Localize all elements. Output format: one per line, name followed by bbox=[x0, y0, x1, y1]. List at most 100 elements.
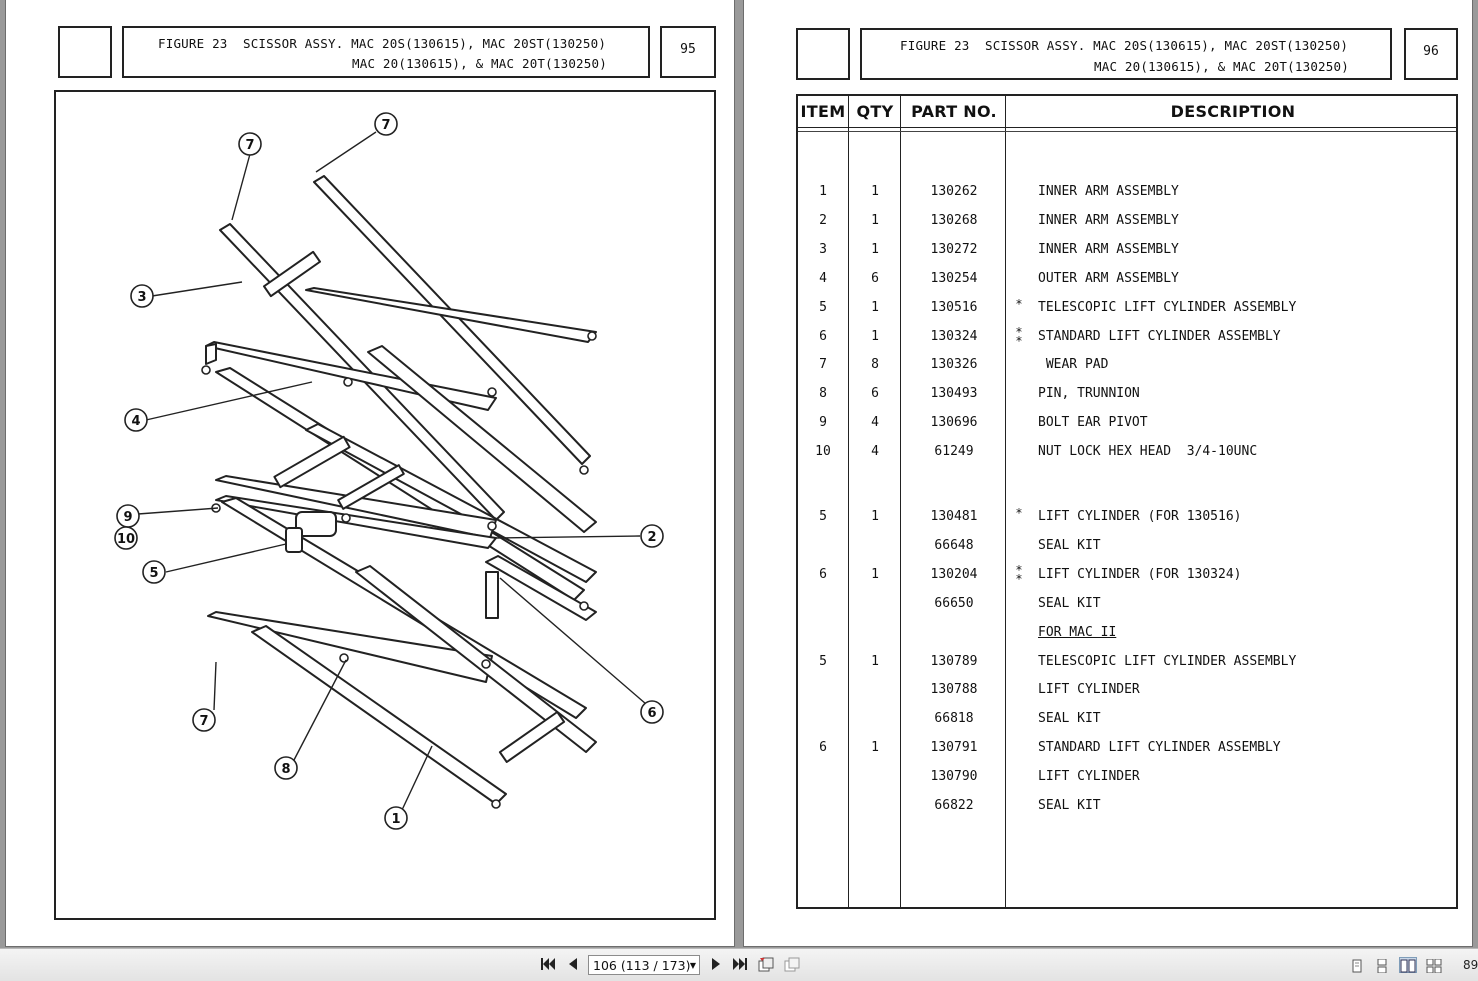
figure-title-box: FIGURE 23 SCISSOR ASSY. MAC 20S(130615),… bbox=[860, 28, 1392, 80]
row-description: LIFT CYLINDER (FOR 130516) bbox=[1038, 509, 1242, 524]
page-number-box: 95 bbox=[660, 26, 716, 78]
header-qty: QTY bbox=[856, 102, 894, 121]
row-description: INNER ARM ASSEMBLY bbox=[1038, 212, 1179, 228]
row-description: INNER ARM ASSEMBLY bbox=[1038, 184, 1179, 199]
row-part-no: 130204 bbox=[930, 566, 978, 582]
row-qty: 1 bbox=[871, 184, 879, 199]
row-part-no: 130326 bbox=[930, 357, 978, 373]
callout-6: 6 bbox=[647, 706, 656, 721]
next-page-icon[interactable] bbox=[707, 957, 725, 975]
header-description: DESCRIPTION bbox=[1170, 102, 1296, 121]
callout-4: 4 bbox=[131, 414, 140, 429]
row-part-no: 130324 bbox=[930, 328, 978, 344]
figure-title-line1: FIGURE 23 SCISSOR ASSY. MAC 20S(130615),… bbox=[158, 36, 607, 51]
row-item: 8 bbox=[819, 386, 827, 402]
row-footnote-mark: * * bbox=[1015, 562, 1023, 586]
row-description: STANDARD LIFT CYLINDER ASSEMBLY bbox=[1038, 740, 1281, 756]
row-item: 2 bbox=[819, 212, 827, 228]
viewer-toolbar: 106 (113 / 173) ▼ 89 bbox=[0, 948, 1478, 981]
figure-title-line2: MAC 20(130615), & MAC 20T(130250) bbox=[352, 56, 607, 71]
row-description: SEAL KIT bbox=[1038, 798, 1101, 813]
row-item: 6 bbox=[819, 566, 827, 582]
row-qty: 1 bbox=[871, 740, 879, 756]
row-part-no: 130791 bbox=[930, 740, 978, 756]
row-description: SEAL KIT bbox=[1038, 711, 1101, 727]
row-item: 7 bbox=[819, 357, 827, 373]
row-footnote-mark: * bbox=[1015, 506, 1023, 520]
row-description: LIFT CYLINDER bbox=[1038, 682, 1140, 698]
blank-corner-box bbox=[58, 26, 112, 78]
row-description: STANDARD LIFT CYLINDER ASSEMBLY bbox=[1038, 328, 1281, 344]
row-description: LIFT CYLINDER bbox=[1038, 769, 1140, 785]
row-qty: 6 bbox=[871, 386, 879, 402]
figure-title-box: FIGURE 23 SCISSOR ASSY. MAC 20S(130615),… bbox=[122, 26, 650, 78]
page-number-box: 96 bbox=[1404, 28, 1458, 80]
page-number: 96 bbox=[1423, 44, 1439, 59]
row-item: 9 bbox=[819, 415, 827, 431]
row-item: 3 bbox=[819, 241, 827, 257]
zoom-level[interactable]: 89 bbox=[1463, 958, 1478, 972]
row-part-no: 130254 bbox=[930, 270, 978, 286]
row-qty: 1 bbox=[871, 299, 879, 315]
row-item: 5 bbox=[819, 509, 827, 524]
first-page-icon[interactable] bbox=[539, 957, 557, 975]
single-page-view-icon[interactable] bbox=[1348, 957, 1366, 973]
callout-3: 3 bbox=[137, 290, 146, 305]
page-number-dropdown[interactable]: 106 (113 / 173) ▼ bbox=[588, 955, 700, 975]
row-description: INNER ARM ASSEMBLY bbox=[1038, 241, 1179, 257]
page-95: FIGURE 23 SCISSOR ASSY. MAC 20S(130615),… bbox=[6, 0, 734, 946]
two-page-continuous-view-icon[interactable] bbox=[1425, 957, 1443, 974]
figure-title-line2: MAC 20(130615), & MAC 20T(130250) bbox=[1094, 59, 1349, 74]
scissor-assembly-drawing: 7 7 3 4 9 10 5 2 6 7 8 1 bbox=[54, 90, 716, 920]
row-description: TELESCOPIC LIFT CYLINDER ASSEMBLY bbox=[1038, 653, 1297, 669]
row-qty: 1 bbox=[871, 212, 879, 228]
row-description: TELESCOPIC LIFT CYLINDER ASSEMBLY bbox=[1038, 299, 1297, 315]
row-qty: 4 bbox=[871, 444, 879, 460]
header-part-no: PART NO. bbox=[911, 102, 997, 121]
row-part-no: 61249 bbox=[934, 444, 974, 460]
blank-corner-box bbox=[796, 28, 850, 80]
callout-9: 9 bbox=[123, 510, 132, 525]
row-part-no: 130789 bbox=[930, 653, 978, 669]
callout-8: 8 bbox=[281, 762, 290, 777]
row-part-no: 130268 bbox=[930, 212, 978, 228]
row-qty: 1 bbox=[871, 566, 879, 582]
chevron-down-icon: ▼ bbox=[689, 961, 696, 970]
row-part-no: 130790 bbox=[930, 769, 978, 785]
row-description: NUT LOCK HEX HEAD 3/4-10UNC bbox=[1038, 444, 1258, 460]
page-number: 95 bbox=[680, 42, 696, 57]
continuous-view-icon[interactable] bbox=[1373, 957, 1391, 974]
callout-7b: 7 bbox=[381, 118, 390, 133]
row-description: WEAR PAD bbox=[1038, 357, 1109, 373]
rotate-icon[interactable] bbox=[757, 957, 775, 975]
page-indicator: 106 (113 / 173) bbox=[593, 958, 691, 973]
row-item: 1 bbox=[819, 184, 827, 199]
exploded-view-illustration: 7 7 3 4 9 10 5 2 6 7 8 1 bbox=[114, 112, 664, 830]
row-qty: 1 bbox=[871, 241, 879, 257]
table-row: FOR MAC II bbox=[798, 625, 1456, 645]
prev-page-icon[interactable] bbox=[564, 957, 582, 975]
row-description: PIN, TRUNNION bbox=[1038, 386, 1140, 402]
row-description: FOR MAC II bbox=[1038, 624, 1117, 640]
row-description: SEAL KIT bbox=[1038, 537, 1101, 553]
rotate-back-icon[interactable] bbox=[783, 957, 801, 975]
row-qty: 1 bbox=[871, 653, 879, 669]
header-item: ITEM bbox=[800, 102, 846, 121]
last-page-icon[interactable] bbox=[731, 957, 749, 975]
row-footnote-mark: * bbox=[1015, 296, 1023, 311]
row-qty: 1 bbox=[871, 328, 879, 344]
two-page-view-icon[interactable] bbox=[1399, 957, 1417, 973]
row-item: 5 bbox=[819, 299, 827, 315]
row-qty: 6 bbox=[871, 270, 879, 286]
row-item: 6 bbox=[819, 740, 827, 756]
document-viewport[interactable]: FIGURE 23 SCISSOR ASSY. MAC 20S(130615),… bbox=[0, 0, 1478, 948]
